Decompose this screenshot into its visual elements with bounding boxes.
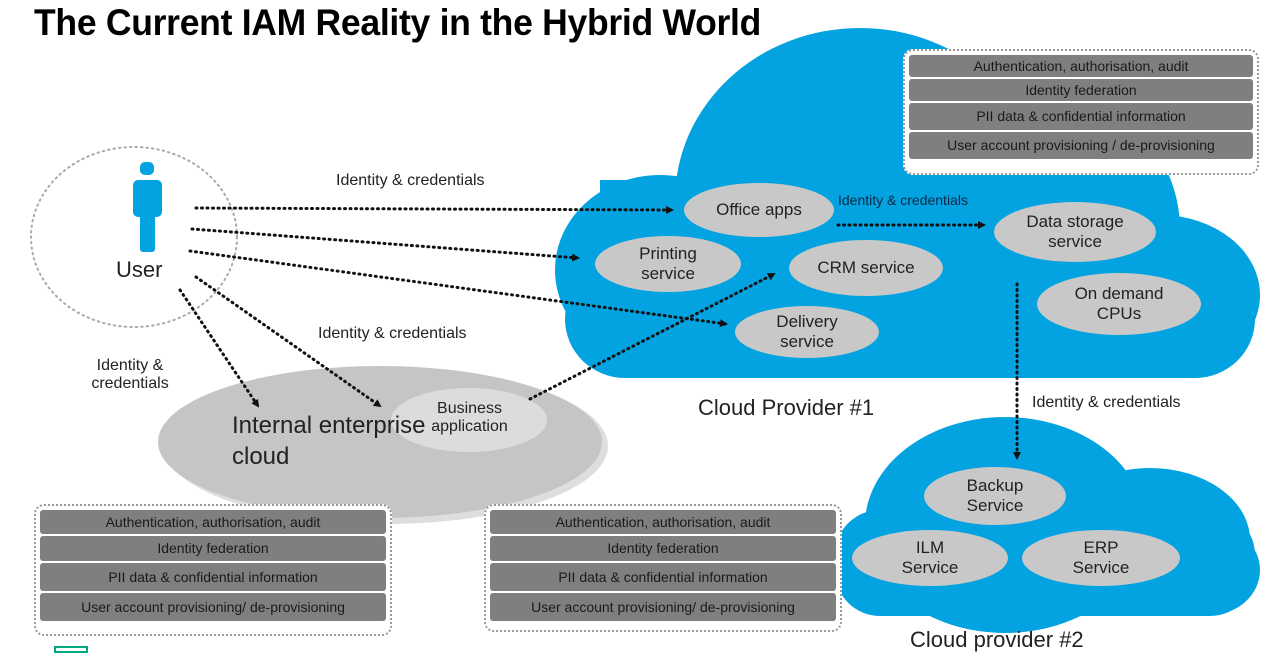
brand-mark	[54, 646, 88, 653]
iam-box-cloud1: Authentication, authorisation, audit Ide…	[903, 49, 1259, 175]
service-data-storage-text: Data storage service	[1026, 211, 1124, 251]
service-delivery-text: Delivery service	[776, 311, 838, 351]
flow-label-user-to-enterprise: Identity & credentials	[80, 357, 180, 393]
service-erp-text: ERP Service	[1072, 537, 1130, 577]
cloud-provider-2-shape	[835, 417, 1260, 633]
flow-label-user-to-cloud1: Identity & credentials	[336, 172, 485, 189]
person-icon	[133, 162, 162, 252]
flow-user-to-enterprise	[178, 288, 260, 408]
service-ilm: ILM Service	[852, 530, 1008, 586]
cloud-provider-1-label: Cloud Provider #1	[698, 395, 875, 420]
flow-label-office-to-storage: Identity & credentials	[838, 192, 968, 208]
service-office-apps: Office apps	[684, 183, 834, 237]
iam-box-enterprise: Authentication, authorisation, audit Ide…	[34, 504, 392, 636]
flow-business-app-to-crm	[528, 272, 776, 401]
service-on-demand-cpus-text: On demand CPUs	[1074, 283, 1164, 323]
flow-label-cloud1-to-cloud2: Identity & credentials	[1032, 394, 1181, 411]
iam-row: User account provisioning/ de-provisioni…	[490, 593, 836, 621]
enterprise-cloud-shape	[158, 366, 608, 524]
iam-row: PII data & confidential information	[490, 563, 836, 591]
service-backup: Backup Service	[924, 467, 1066, 525]
enterprise-cloud-label-text: Internal enterprise cloud	[232, 412, 426, 471]
flow-user-to-business-app	[194, 275, 382, 408]
iam-row: Authentication, authorisation, audit	[909, 55, 1253, 77]
iam-row: PII data & confidential information	[909, 103, 1253, 130]
service-on-demand-cpus: On demand CPUs	[1037, 273, 1201, 335]
business-application-label: Business application	[412, 400, 527, 436]
iam-row: Authentication, authorisation, audit	[40, 510, 386, 534]
service-printing-text: Printing service	[639, 243, 697, 283]
service-delivery: Delivery service	[735, 306, 879, 358]
user-boundary	[30, 146, 238, 328]
cloud-provider-2-label: Cloud provider #2	[910, 627, 1084, 652]
service-printing: Printing service	[595, 236, 741, 292]
iam-row: PII data & confidential information	[40, 563, 386, 591]
service-crm: CRM service	[789, 240, 943, 296]
service-ilm-text: ILM Service	[901, 537, 959, 577]
enterprise-cloud-label: Internal enterprise cloud	[232, 410, 432, 472]
flow-user-to-office	[194, 205, 674, 214]
iam-row: User account provisioning / de-provision…	[909, 132, 1253, 159]
iam-row: Identity federation	[40, 536, 386, 561]
business-application-text: Business application	[431, 400, 508, 435]
iam-row: Identity federation	[909, 79, 1253, 101]
iam-box-middle: Authentication, authorisation, audit Ide…	[484, 504, 842, 632]
service-data-storage: Data storage service	[994, 202, 1156, 262]
flow-label-user-to-enterprise-text: Identity & credentials	[91, 357, 169, 392]
service-erp: ERP Service	[1022, 530, 1180, 586]
flow-user-to-delivery	[188, 249, 728, 328]
iam-row: Identity federation	[490, 536, 836, 561]
service-backup-text: Backup Service	[966, 475, 1024, 515]
user-label: User	[116, 257, 163, 282]
page-title: The Current IAM Reality in the Hybrid Wo…	[34, 2, 762, 43]
flow-label-user-to-business-app: Identity & credentials	[318, 325, 467, 342]
iam-row: Authentication, authorisation, audit	[490, 510, 836, 534]
iam-row: User account provisioning/ de-provisioni…	[40, 593, 386, 621]
flow-user-to-printing	[190, 227, 580, 262]
